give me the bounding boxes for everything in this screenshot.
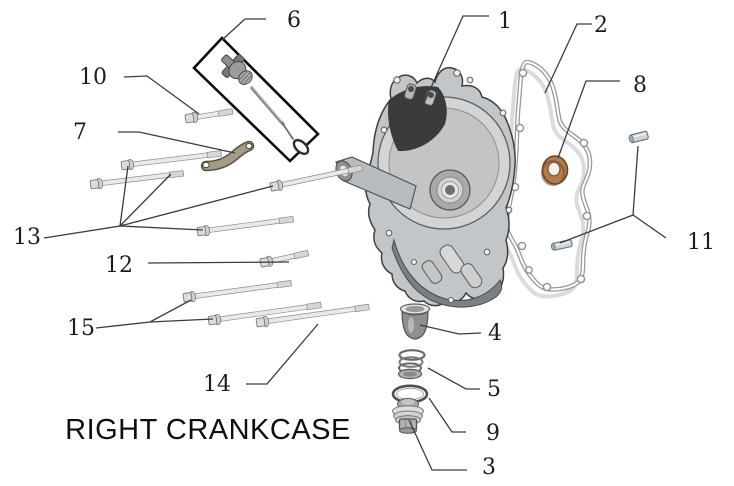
- leader-5: [427, 367, 480, 390]
- crankcase-bottom-shading: [391, 238, 503, 308]
- callout-12: 12: [105, 253, 133, 278]
- bolt-12: [259, 249, 310, 268]
- part-oil-seal: [541, 155, 569, 186]
- crankcase-hub: [429, 169, 471, 211]
- callout-6: 6: [287, 8, 301, 33]
- gasket-bolt-holes: [510, 68, 592, 292]
- part-dipstick: [221, 54, 310, 156]
- part-drain-plug: [392, 398, 424, 434]
- leader-2: [544, 23, 592, 94]
- part-spring-seal: [397, 349, 426, 380]
- callout-1: 1: [498, 9, 512, 34]
- callout-14: 14: [203, 372, 231, 397]
- part-bracket: [200, 140, 255, 172]
- leader-12: [147, 261, 290, 264]
- leader-14: [246, 323, 319, 385]
- crankcase-top-bosses: [404, 83, 437, 106]
- part-dipstick-assembly: [192, 36, 320, 163]
- callout-7: 7: [73, 120, 87, 145]
- gasket-centerline: [505, 60, 592, 291]
- leader-10: [123, 75, 200, 115]
- dipstick-box: [192, 36, 320, 163]
- part-oil-strainer: [399, 303, 431, 340]
- callout-2: 2: [594, 13, 608, 38]
- callout-9: 9: [486, 421, 500, 446]
- callout-11: 11: [687, 230, 715, 255]
- leader-15: [95, 299, 214, 329]
- bolt-13-d: [196, 215, 294, 237]
- dipstick-o-ring: [292, 138, 310, 156]
- leader-1: [423, 15, 489, 104]
- leader-lines: [43, 15, 667, 471]
- part-dowel-pin-upper: [628, 130, 649, 144]
- bolt-10: [184, 108, 234, 124]
- bolt-13-b: [89, 170, 185, 190]
- leader-13: [43, 165, 274, 239]
- callout-8: 8: [633, 73, 647, 98]
- leader-8: [557, 80, 620, 159]
- callout-15: 15: [67, 316, 95, 341]
- callout-13: 13: [13, 225, 41, 250]
- bolt-14: [255, 303, 370, 328]
- crankcase-lower-bosses: [421, 244, 483, 289]
- callout-4: 4: [488, 321, 502, 346]
- callout-10: 10: [79, 65, 107, 90]
- leader-4: [419, 324, 482, 335]
- diagram-title: RIGHT CRANKCASE: [65, 414, 351, 446]
- leader-3: [408, 419, 467, 471]
- callout-3: 3: [482, 455, 496, 480]
- leader-9: [428, 397, 466, 433]
- leader-11: [559, 145, 667, 244]
- callout-5: 5: [487, 377, 501, 402]
- bolt-13-a: [120, 150, 223, 171]
- bolt-15-b: [207, 301, 322, 326]
- leader-6: [221, 18, 266, 41]
- part-crankcase: [335, 66, 516, 308]
- leader-7: [118, 131, 236, 154]
- part-dowel-pin-lower: [550, 239, 573, 251]
- bolt-15-a: [182, 280, 292, 303]
- callout-labels: 1 2 6 8 10 7 13 12 15 14 4 5 9 3 11: [13, 8, 715, 480]
